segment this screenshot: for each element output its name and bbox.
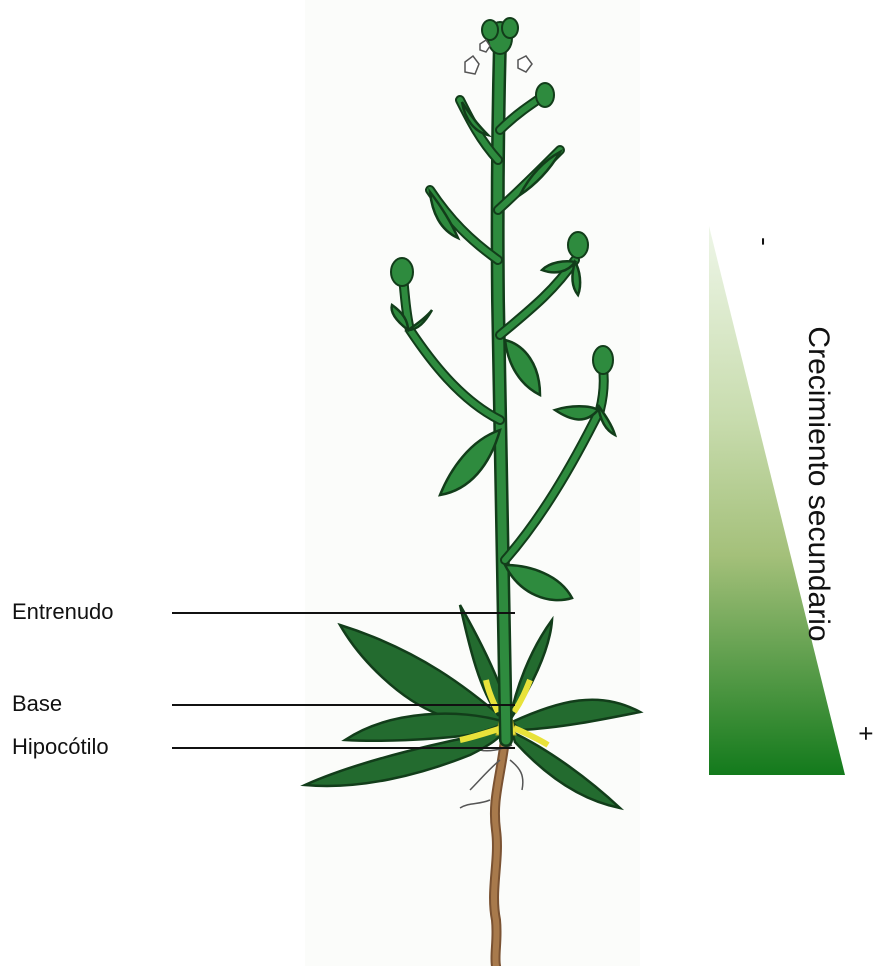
gradient-low-sign: - <box>749 237 780 246</box>
base-label: Base <box>12 691 62 717</box>
plant-background <box>305 0 640 966</box>
gradient-high-sign: + <box>850 726 878 741</box>
secondary-growth-title: Crecimiento secundario <box>801 326 835 641</box>
internode-label: Entrenudo <box>12 599 114 625</box>
hypocotyl-label: Hipocótilo <box>12 734 109 760</box>
main-stem <box>498 40 506 740</box>
